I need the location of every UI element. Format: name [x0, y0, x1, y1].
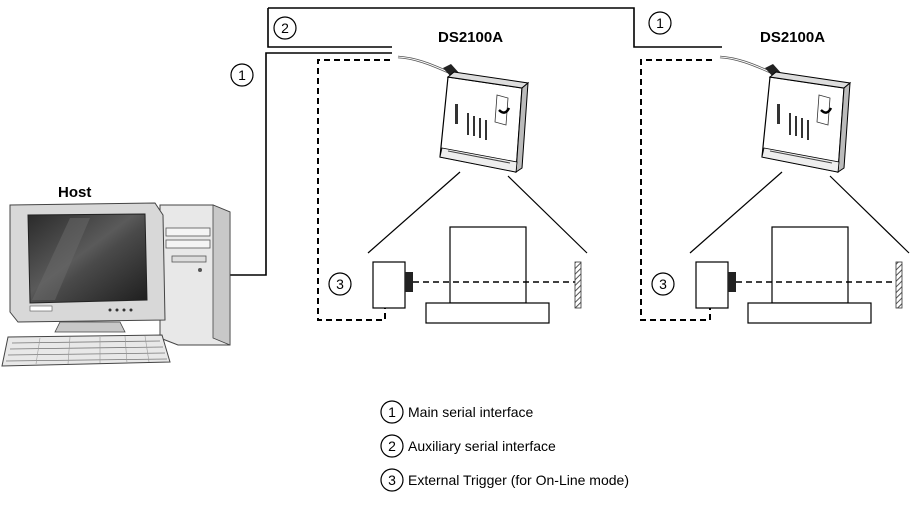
legend-item-1: 1 Main serial interface: [380, 400, 533, 424]
package-icon: [771, 226, 849, 304]
svg-text:3: 3: [659, 276, 667, 292]
svg-text:2: 2: [281, 20, 289, 36]
scanner-right-label: DS2100A: [760, 29, 825, 46]
host-label: Host: [58, 184, 91, 201]
legend-text-main-serial: Main serial interface: [408, 404, 533, 420]
trigger-line-left: [317, 59, 390, 321]
photocell-icon: [372, 261, 413, 309]
reflector-icon: [895, 261, 903, 309]
scanner-icon: [397, 55, 530, 173]
scanner-icon: [719, 55, 852, 173]
marker-1-top: 1: [648, 11, 672, 35]
legend-text-auxiliary-serial: Auxiliary serial interface: [408, 438, 556, 454]
computer-icon: [1, 202, 231, 367]
legend: 1 Main serial interface 2 Auxiliary seri…: [380, 400, 629, 492]
package-icon: [449, 226, 527, 304]
marker-3-right: 3: [651, 272, 675, 296]
scanner-left-label: DS2100A: [438, 29, 503, 46]
trigger-line-right: [640, 59, 712, 321]
legend-item-3: 3 External Trigger (for On-Line mode): [380, 468, 629, 492]
legend-text-external-trigger: External Trigger (for On-Line mode): [408, 472, 629, 488]
svg-text:1: 1: [238, 67, 246, 83]
marker-3-left: 3: [328, 272, 352, 296]
marker-1-host: 1: [230, 63, 254, 87]
legend-item-2: 2 Auxiliary serial interface: [380, 434, 556, 458]
scan-field-left: [367, 171, 588, 254]
svg-text:3: 3: [336, 276, 344, 292]
photocell-icon: [695, 261, 736, 309]
svg-text:1: 1: [656, 15, 664, 31]
conveyor-icon: [425, 302, 550, 324]
marker-2-top: 2: [273, 16, 297, 40]
main-serial-line: [230, 52, 392, 276]
svg-text:2: 2: [388, 438, 396, 454]
reflector-icon: [574, 261, 582, 309]
svg-text:3: 3: [388, 472, 396, 488]
scan-field-right: [689, 171, 910, 254]
auxiliary-serial-line: [267, 7, 722, 48]
svg-text:1: 1: [388, 404, 396, 420]
conveyor-icon: [747, 302, 872, 324]
